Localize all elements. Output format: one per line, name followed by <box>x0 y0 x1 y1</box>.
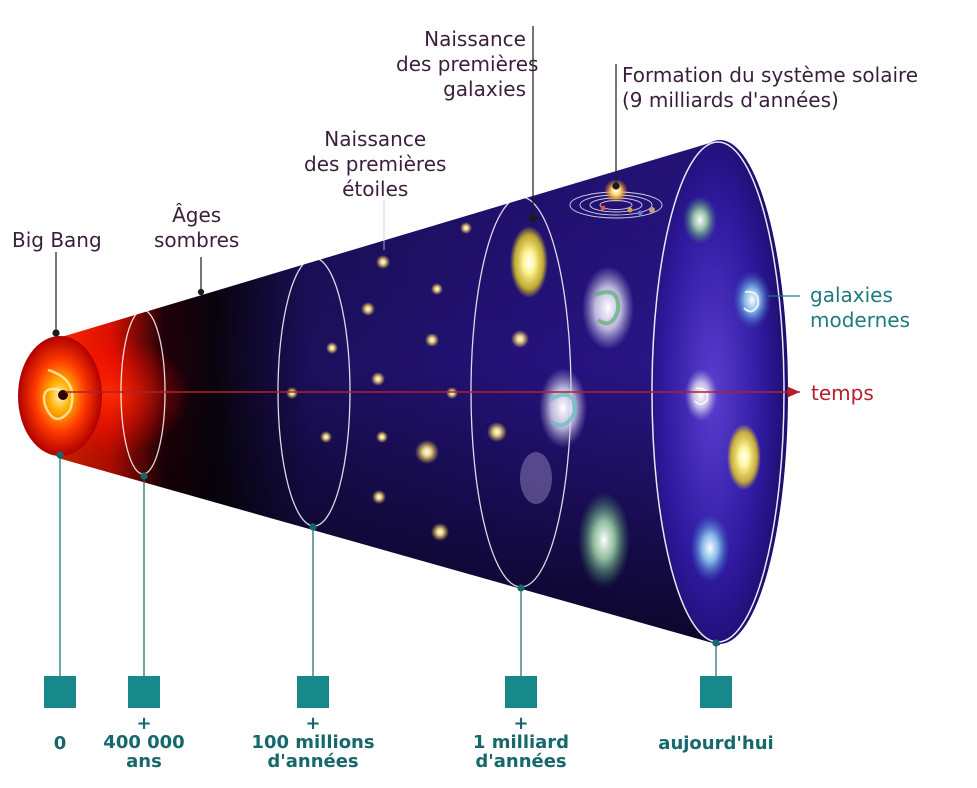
label-ages-sombres: Âges sombres <box>154 203 240 252</box>
solar-system <box>569 179 663 219</box>
timeline-marker-1-milliard <box>505 676 537 708</box>
timeline-marker-400000 <box>128 676 160 708</box>
timeline-label-0: 0 <box>53 733 67 754</box>
leader-lines <box>52 26 620 337</box>
label-premieres-galaxies: Naissance des premières galaxies <box>396 27 539 101</box>
timeline-label-aujourdhui: aujourd'hui <box>658 733 774 754</box>
first-stars <box>286 222 529 541</box>
first-galaxies <box>510 226 634 588</box>
timeline-label-100-millions: + 100 millions d'années <box>251 713 375 772</box>
label-big-bang: Big Bang <box>12 228 102 252</box>
timeline-label-1-milliard: + 1 milliard d'années <box>472 713 570 772</box>
timeline-marker-0 <box>44 676 76 708</box>
timeline-marker-aujourdhui <box>700 676 732 708</box>
timeline-label-400000: + 400 000 ans <box>103 713 185 772</box>
label-temps: temps <box>811 381 874 405</box>
timeline-marker-100-millions <box>297 676 329 708</box>
modern-galaxies <box>683 196 771 582</box>
timeline-drop-lines <box>56 451 720 676</box>
label-galaxies-modernes: galaxies modernes <box>810 283 910 332</box>
big-bang-swirl <box>42 368 74 420</box>
label-premieres-etoiles: Naissance des premières étoiles <box>304 127 447 201</box>
label-systeme-solaire: Formation du système solaire (9 milliard… <box>622 63 919 112</box>
